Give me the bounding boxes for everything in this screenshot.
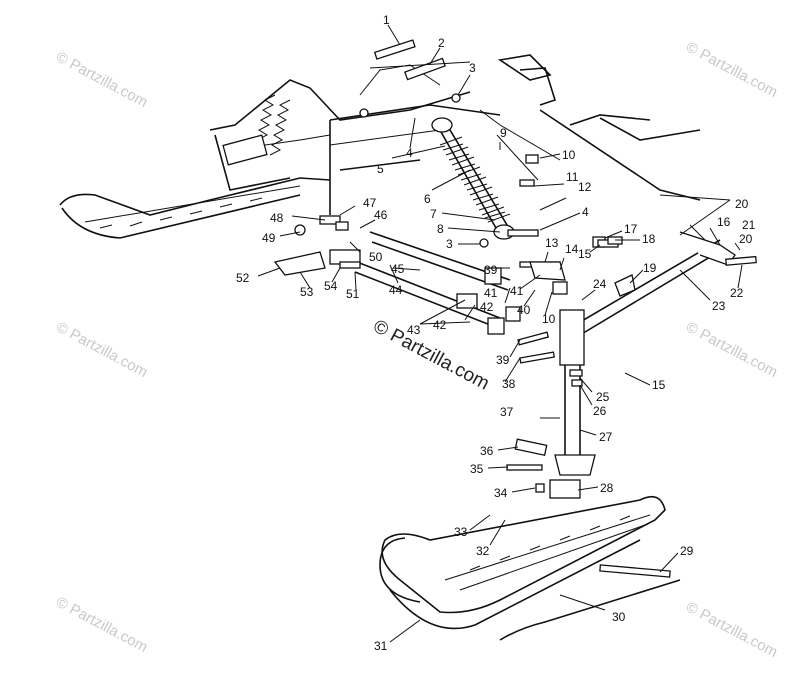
callout-26: 26 xyxy=(593,404,607,418)
callout-1: 1 xyxy=(383,13,390,27)
callout-54: 54 xyxy=(324,279,338,293)
callout-20: 20 xyxy=(735,197,749,211)
hardware xyxy=(273,39,757,499)
callout-46: 46 xyxy=(374,208,388,222)
callout-12: 12 xyxy=(578,180,592,194)
callout-37: 37 xyxy=(500,405,514,419)
callout-47: 47 xyxy=(363,196,377,210)
watermarks: © Partzilla.com © Partzilla.com © Partzi… xyxy=(53,39,780,661)
callout-8: 8 xyxy=(437,222,444,236)
callout-52: 52 xyxy=(236,271,250,285)
watermark-center: © Partzilla.com xyxy=(370,316,493,395)
callout-19: 19 xyxy=(643,261,657,275)
callout-9: 9 xyxy=(500,126,507,140)
callout-15: 15 xyxy=(578,247,592,261)
callout-35: 35 xyxy=(470,462,484,476)
callout-40: 40 xyxy=(517,303,531,317)
callout-44: 44 xyxy=(389,283,403,297)
callout-labels: 1 2 3 4 5 6 7 8 3 9 10 11 12 4 13 14 15 … xyxy=(236,13,756,653)
watermark-mid-right: © Partzilla.com xyxy=(683,319,780,381)
callout-6: 6 xyxy=(424,192,431,206)
callout-29: 29 xyxy=(680,544,694,558)
callout-7: 7 xyxy=(430,207,437,221)
chassis-frame xyxy=(59,54,701,239)
callout-10b: 10 xyxy=(542,312,556,326)
callout-11: 11 xyxy=(566,170,579,184)
callout-50: 50 xyxy=(369,250,383,264)
callout-15b: 15 xyxy=(652,378,666,392)
callout-49: 49 xyxy=(262,231,276,245)
callout-24: 24 xyxy=(593,277,607,291)
callout-31: 31 xyxy=(374,639,388,653)
callout-4: 4 xyxy=(406,146,413,160)
callout-14: 14 xyxy=(565,242,579,256)
callout-32: 32 xyxy=(476,544,490,558)
watermark-bottom-right: © Partzilla.com xyxy=(683,599,780,661)
callout-41b: 41 xyxy=(484,286,498,300)
callout-41: 41 xyxy=(510,284,524,298)
callout-39b: 39 xyxy=(484,263,498,277)
callout-39: 39 xyxy=(496,353,510,367)
callout-18: 18 xyxy=(642,232,656,246)
callout-27: 27 xyxy=(599,430,613,444)
callout-30: 30 xyxy=(612,610,626,624)
ski xyxy=(379,495,681,641)
callout-22: 22 xyxy=(730,286,744,300)
watermark-bottom-left: © Partzilla.com xyxy=(53,594,150,656)
callout-17: 17 xyxy=(624,222,638,236)
watermark-top-left: © Partzilla.com xyxy=(53,49,150,111)
callout-28: 28 xyxy=(600,481,614,495)
callout-23: 23 xyxy=(712,299,726,313)
callout-48: 48 xyxy=(270,211,284,225)
callout-5: 5 xyxy=(377,162,384,176)
callout-10: 10 xyxy=(562,148,576,162)
callout-3: 3 xyxy=(469,61,476,75)
callout-36: 36 xyxy=(480,444,494,458)
callout-42: 42 xyxy=(480,300,494,314)
watermark-top-right: © Partzilla.com xyxy=(683,39,780,101)
callout-45: 45 xyxy=(391,262,405,276)
callout-13: 13 xyxy=(545,236,559,250)
callout-34: 34 xyxy=(494,486,508,500)
callout-21: 21 xyxy=(742,218,756,232)
callout-3b: 3 xyxy=(446,237,453,251)
callout-38: 38 xyxy=(502,377,516,391)
callout-42b: 42 xyxy=(433,318,447,332)
callout-51: 51 xyxy=(346,287,360,301)
watermark-mid-left: © Partzilla.com xyxy=(53,319,150,381)
callout-43: 43 xyxy=(407,323,421,337)
callout-4b: 4 xyxy=(582,205,589,219)
callout-53: 53 xyxy=(300,285,314,299)
callout-25: 25 xyxy=(596,390,610,404)
callout-16: 16 xyxy=(717,215,731,229)
callout-20b: 20 xyxy=(739,232,753,246)
callout-33: 33 xyxy=(454,525,468,539)
callout-2: 2 xyxy=(438,36,445,50)
leader-lines xyxy=(257,24,743,643)
